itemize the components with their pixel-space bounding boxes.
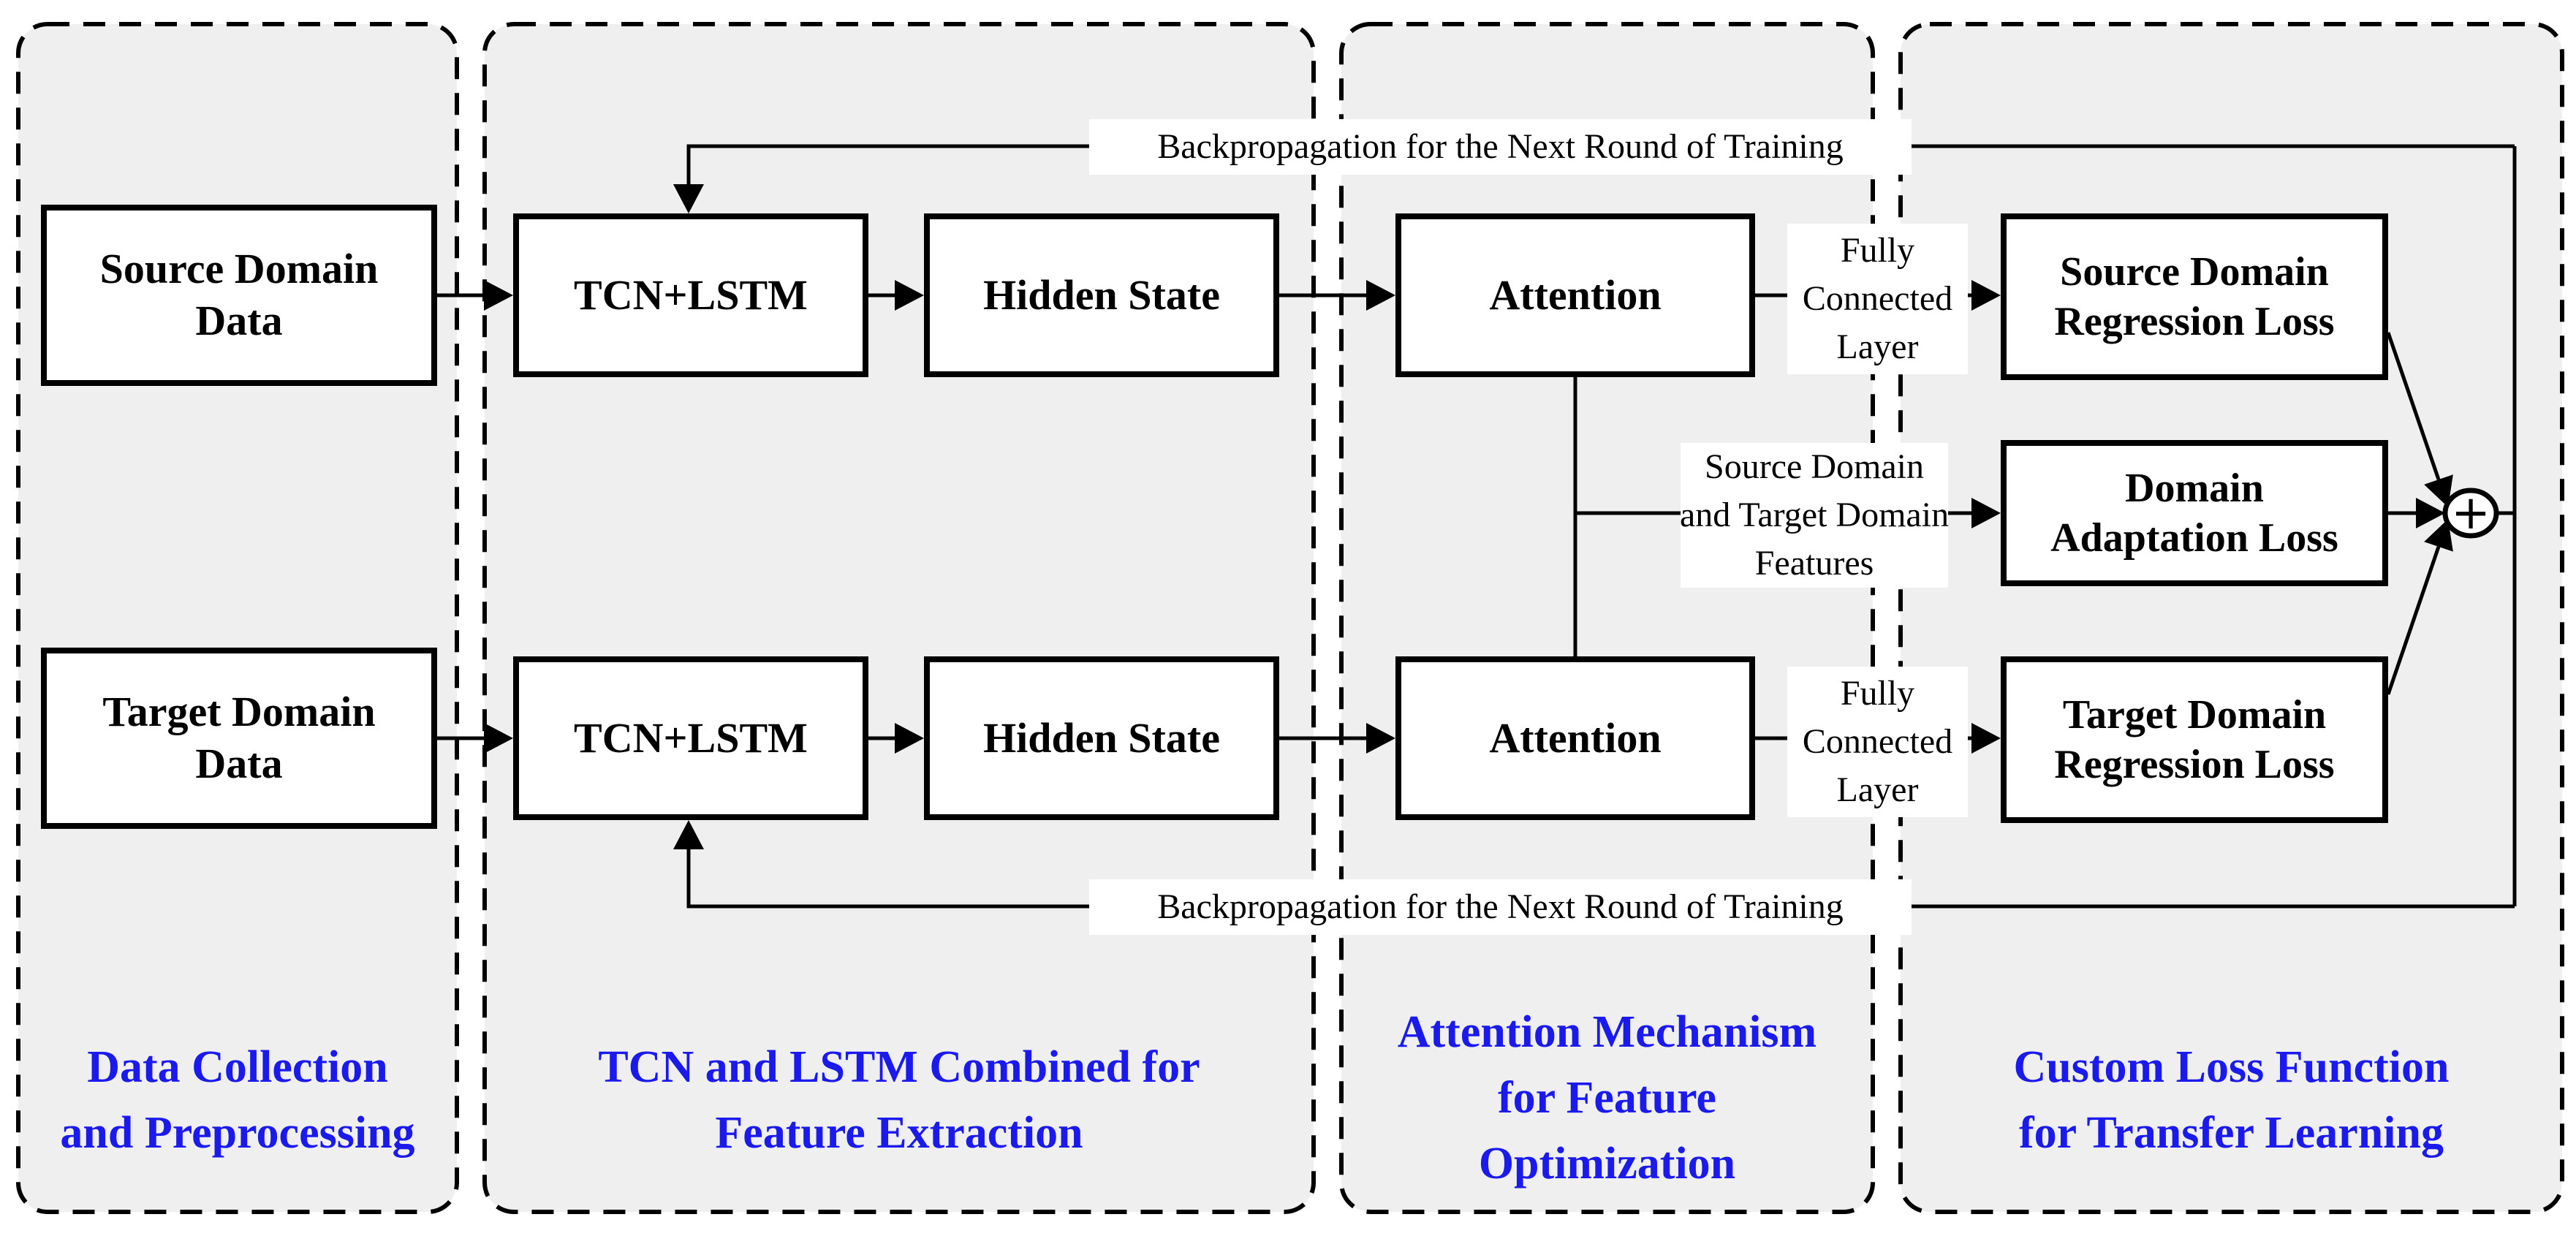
box-line: Adaptation Loss [2050, 515, 2338, 561]
box-line: Source Domain [99, 245, 379, 293]
caption-line: TCN and LSTM Combined for [598, 1042, 1200, 1092]
label-domain-features: Source Domain and Target Domain Features [1679, 443, 1950, 588]
sum-node-circle [2442, 488, 2499, 539]
label-line: Connected [1802, 722, 1953, 761]
caption-line: and Preprocessing [60, 1108, 415, 1158]
box-line: Regression Loss [2054, 299, 2335, 344]
label-backprop-top: Backpropagation for the Next Round of Tr… [1089, 119, 1912, 175]
box-line: Target Domain [102, 688, 376, 736]
label-line: Backpropagation for the Next Round of Tr… [1157, 127, 1844, 166]
box-line: Hidden State [983, 270, 1220, 319]
caption-feature-extraction: TCN and LSTM Combined for Feature Extrac… [485, 998, 1314, 1202]
caption-line: Data Collection [87, 1042, 388, 1092]
caption-line: Custom Loss Function [2013, 1042, 2450, 1092]
label-line: Backpropagation for the Next Round of Tr… [1157, 887, 1844, 926]
arrow-target-loss-to-sum [2386, 519, 2453, 695]
box-line: Target Domain [2062, 691, 2327, 738]
label-line: Layer [1836, 770, 1919, 809]
label-line: Layer [1836, 327, 1919, 366]
box-line: Source Domain [2060, 249, 2329, 295]
box-line: Regression Loss [2054, 742, 2335, 787]
sum-plus-symbol: + [2451, 486, 2490, 540]
box-attention-bottom: Attention [1395, 656, 1755, 820]
caption-line: Optimization [1478, 1139, 1736, 1188]
box-line: Attention [1489, 713, 1662, 762]
box-tcn-lstm-bottom: TCN+LSTM [513, 656, 868, 820]
caption-attention-mechanism: Attention Mechanism for Feature Optimiza… [1341, 996, 1873, 1200]
arrow-source-loss-to-sum [2386, 332, 2453, 507]
box-line: Domain [2125, 465, 2264, 511]
box-line: TCN+LSTM [574, 270, 808, 319]
caption-line: Attention Mechanism [1397, 1007, 1817, 1057]
label-backprop-bottom: Backpropagation for the Next Round of Tr… [1089, 879, 1912, 935]
box-attention-top: Attention [1395, 213, 1755, 377]
box-line: Hidden State [983, 713, 1220, 762]
box-hidden-state-top: Hidden State [924, 213, 1279, 377]
label-fully-connected-top: Fully Connected Layer [1787, 224, 1968, 374]
box-domain-adaptation-loss: Domain Adaptation Loss [2001, 440, 2388, 586]
label-line: Source Domain [1705, 447, 1924, 486]
caption-custom-loss: Custom Loss Function for Transfer Learni… [1901, 998, 2562, 1202]
label-line: Fully [1840, 674, 1915, 713]
caption-line: for Feature [1498, 1073, 1716, 1123]
box-tcn-lstm-top: TCN+LSTM [513, 213, 868, 377]
box-source-domain-data: Source Domain Data [41, 205, 437, 386]
box-source-regression-loss: Source Domain Regression Loss [2001, 213, 2388, 380]
caption-data-collection: Data Collection and Preprocessing [18, 998, 457, 1202]
caption-line: for Transfer Learning [2019, 1108, 2444, 1158]
label-line: Fully [1840, 231, 1915, 270]
box-line: TCN+LSTM [574, 713, 808, 762]
box-target-domain-data: Target Domain Data [41, 648, 437, 829]
box-line: Data [195, 740, 283, 787]
label-line: Features [1754, 544, 1874, 583]
box-line: Data [195, 297, 283, 344]
label-line: and Target Domain [1679, 496, 1950, 534]
box-hidden-state-bottom: Hidden State [924, 656, 1279, 820]
box-line: Attention [1489, 270, 1662, 319]
label-fully-connected-bottom: Fully Connected Layer [1787, 667, 1968, 817]
box-target-regression-loss: Target Domain Regression Loss [2001, 656, 2388, 823]
caption-line: Feature Extraction [715, 1108, 1083, 1158]
label-line: Connected [1802, 279, 1953, 318]
